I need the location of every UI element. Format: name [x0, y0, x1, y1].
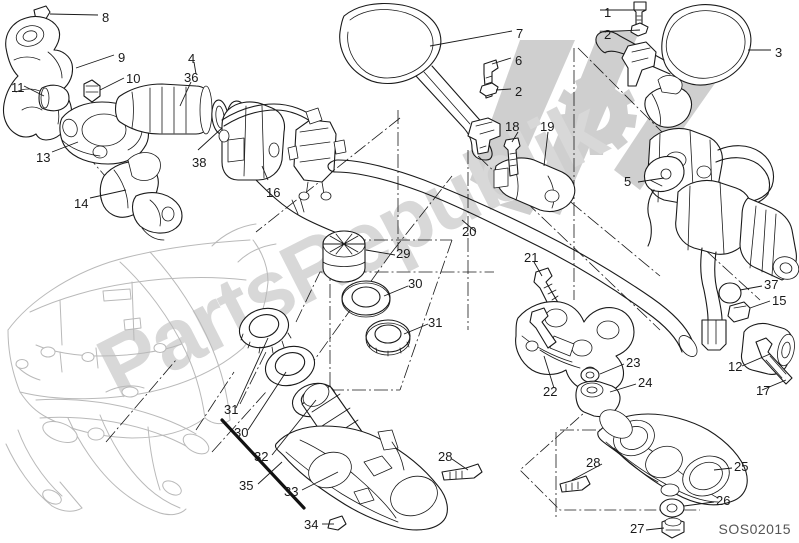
left-control-assembly [2, 5, 183, 241]
callout-4: 4 [188, 51, 196, 66]
riser-washer [580, 367, 600, 383]
ghost-frame [5, 223, 277, 516]
callout-17: 17 [756, 383, 771, 398]
callout-7: 7 [516, 26, 524, 41]
callout-12: 12 [728, 359, 743, 374]
callout-33: 33 [284, 484, 299, 499]
rearview-mirror-right [595, 4, 752, 86]
handlebar [327, 159, 698, 357]
ghost-lower-arms [35, 385, 210, 455]
callout-38: 38 [192, 155, 207, 170]
callout-27: 27 [630, 521, 645, 536]
clamp-plug [327, 515, 347, 531]
right-control-assembly [643, 75, 799, 351]
bar-end-bolt [755, 337, 793, 385]
left-switch-assembly [218, 101, 363, 253]
mirror-nut-right [630, 22, 649, 37]
callout-32: 32 [254, 449, 269, 464]
callout-30b: 30 [234, 425, 249, 440]
callout-36: 36 [184, 70, 199, 85]
clutch-reservoir [99, 152, 183, 241]
callout-34: 34 [304, 517, 319, 532]
steering-stem-nut [661, 517, 685, 539]
mirror-foot-bracket [467, 117, 501, 155]
leader-lines [23, 9, 787, 531]
callout-11: 11 [11, 80, 25, 95]
callout-28a: 28 [438, 449, 453, 464]
upper-bearing-race [341, 280, 391, 318]
mirror-nut-left [479, 82, 499, 97]
callout-3: 3 [775, 45, 783, 60]
callout-26: 26 [716, 493, 731, 508]
callout-19: 19 [540, 119, 555, 134]
callout-37: 37 [764, 277, 779, 292]
steering-nut-washer [659, 498, 685, 518]
document-code: SOS02015 [718, 521, 791, 537]
seal-indicator-line [220, 418, 306, 510]
handlebar-riser-bracket [515, 301, 635, 418]
callout-6: 6 [515, 53, 523, 68]
callout-24: 24 [638, 375, 653, 390]
callout-15: 15 [772, 293, 787, 308]
callout-22: 22 [543, 384, 558, 399]
bar-end-group [718, 282, 795, 385]
callout-21: 21 [524, 250, 539, 265]
callout-9: 9 [118, 50, 126, 65]
callout-23: 23 [626, 355, 641, 370]
top-clamp-pinch-bolt [559, 475, 591, 493]
callout-1: 1 [604, 5, 612, 20]
callout-31b: 31 [224, 402, 239, 417]
callout-35: 35 [239, 478, 254, 493]
callout-2a: 2 [604, 27, 612, 42]
mirror-foot-right [621, 41, 657, 87]
bar-end-spacer [727, 301, 751, 323]
callout-2b: 2 [515, 84, 523, 99]
callout-14: 14 [74, 196, 89, 211]
callout-18: 18 [505, 119, 520, 134]
callout-25: 25 [734, 459, 749, 474]
riser-bushing [575, 380, 621, 418]
bar-end-spacer-small [718, 282, 742, 304]
handlebar-end-cap-left [38, 84, 70, 112]
callout-29: 29 [396, 246, 411, 261]
steering-bearing-stack-exploded [322, 230, 411, 357]
callout-30a: 30 [408, 276, 423, 291]
steering-head-bearing-nut [322, 230, 366, 283]
clutch-master-cylinder [287, 107, 347, 201]
callout-16: 16 [266, 185, 281, 200]
front-brake-light-switch [643, 155, 685, 193]
upper-triple-clamp-assembly [559, 409, 748, 539]
lower-triple-clamp-assembly [274, 383, 483, 531]
callout-13: 13 [36, 150, 51, 165]
fork-pinch-bolt [441, 463, 483, 481]
bearing-cone [365, 319, 411, 357]
callout-8: 8 [102, 10, 110, 25]
callout-31a: 31 [428, 315, 443, 330]
callout-5: 5 [624, 174, 632, 189]
throttle-cable-guide [647, 189, 655, 247]
steering-bearing-stack-installed [238, 307, 337, 418]
callout-10: 10 [126, 71, 141, 86]
callout-28b: 28 [586, 455, 601, 470]
callout-20: 20 [462, 224, 477, 239]
